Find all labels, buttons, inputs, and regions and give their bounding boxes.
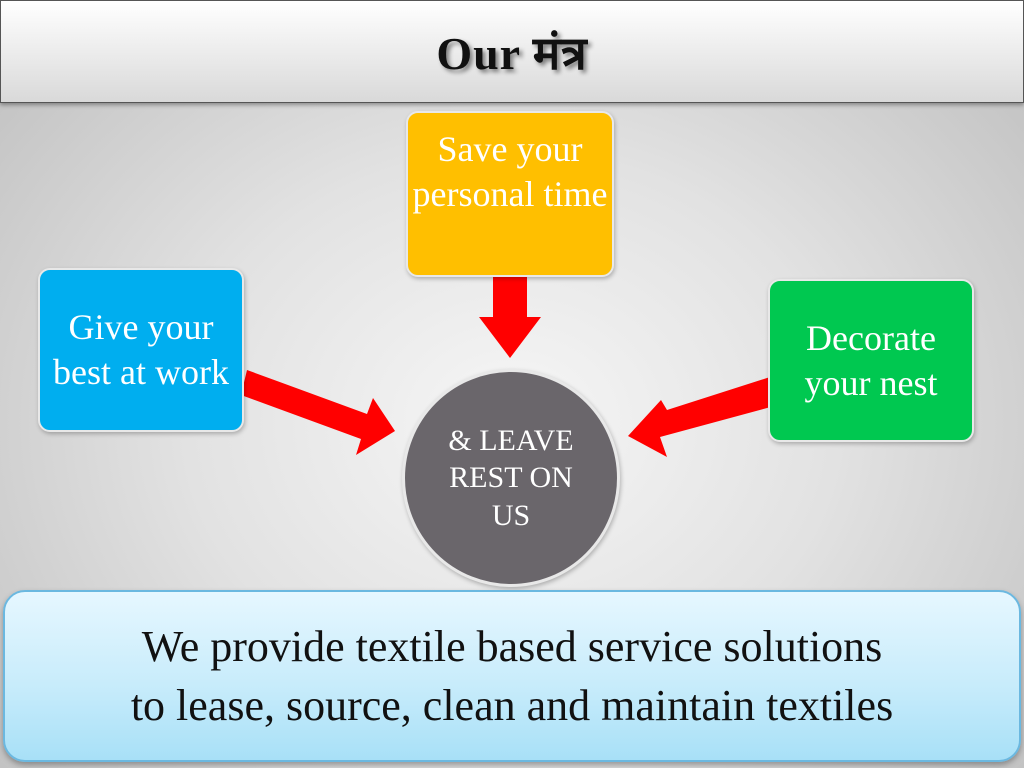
node-give-best-at-work: Give your best at work [38, 268, 244, 432]
service-description-line-1: We provide textile based service solutio… [141, 621, 883, 671]
arrow-left-right [241, 370, 395, 455]
node-label: Save your personal time [412, 129, 608, 214]
node-save-personal-time: Save your personal time [406, 111, 614, 277]
service-description-box: We provide textile based service solutio… [3, 590, 1021, 762]
node-decorate-your-nest: Decorate your nest [768, 279, 974, 442]
node-leave-rest-on-us: & LEAVE REST ON US [402, 369, 620, 587]
page-title: Our मंत्र [436, 27, 588, 79]
node-label: Decorate your nest [804, 317, 938, 403]
service-description: We provide textile based service solutio… [131, 617, 893, 736]
node-label: & LEAVE REST ON US [448, 423, 574, 532]
arrow-right-left [628, 377, 778, 457]
title-bar: Our मंत्र [0, 0, 1024, 103]
arrow-top-down [479, 277, 541, 358]
service-description-line-2: to lease, source, clean and maintain tex… [130, 681, 894, 730]
node-label: Give your best at work [53, 307, 229, 392]
